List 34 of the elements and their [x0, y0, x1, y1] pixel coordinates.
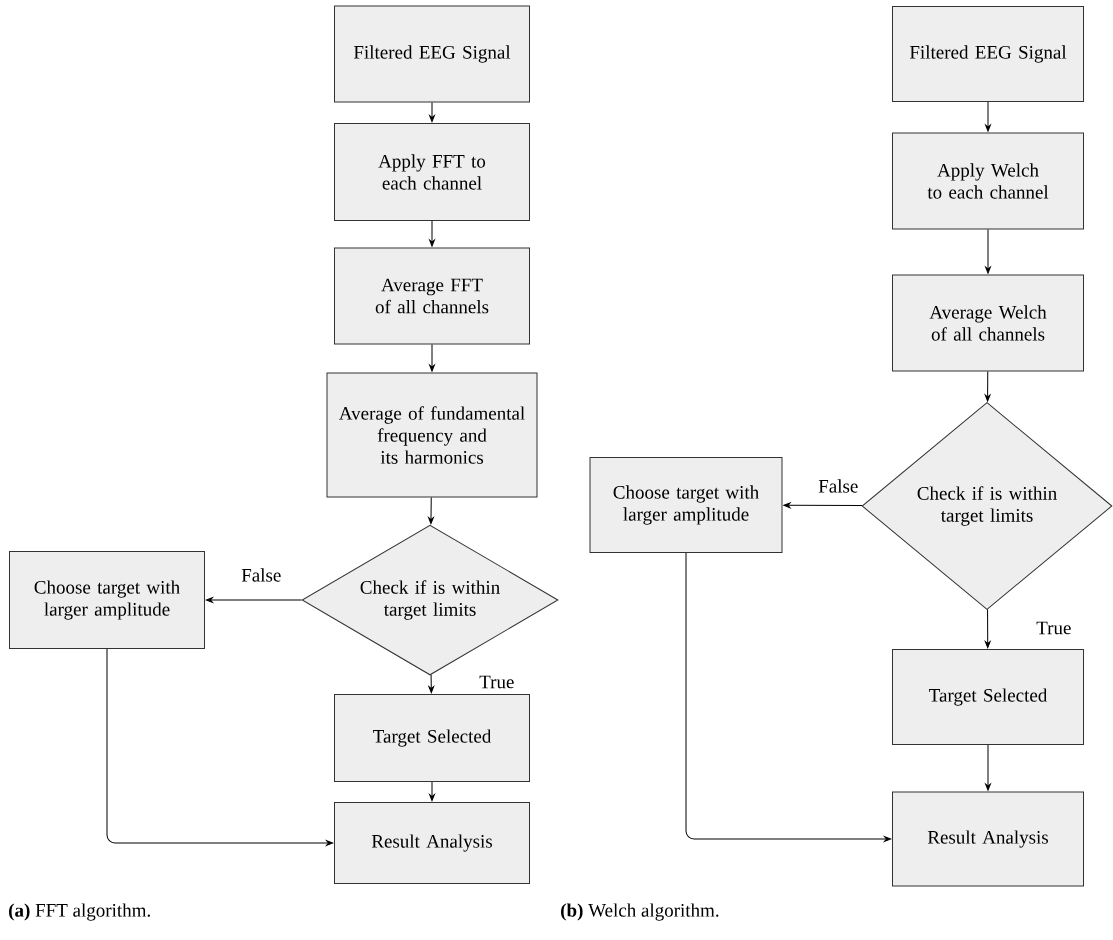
- process-box: Average FFT of all channels: [334, 247, 530, 345]
- arrow: [428, 674, 435, 694]
- process-box: Filtered EEG Signal: [334, 5, 530, 103]
- caption: (a) FFT algorithm.: [9, 903, 150, 921]
- arrow: [429, 781, 435, 802]
- process-box: Result Analysis: [334, 802, 530, 884]
- process-box: Target Selected: [334, 694, 530, 782]
- arrow: [685, 552, 892, 842]
- arrow: [984, 609, 991, 649]
- process-box: Result Analysis: [892, 791, 1084, 887]
- process-box: Filtered EEG Signal: [892, 6, 1084, 102]
- process-box: Target Selected: [892, 649, 1084, 745]
- arrow: [985, 744, 991, 791]
- arrow: [429, 220, 435, 247]
- process-box: Average Welch of all channels: [892, 274, 1084, 372]
- arrow: [205, 597, 302, 603]
- arrow: [429, 102, 435, 123]
- edge-label: True: [1035, 620, 1073, 636]
- edge-label: True: [478, 674, 516, 690]
- process-box: Average of fundamental frequency and its harmonics: [326, 372, 538, 498]
- edge-label: False: [817, 478, 860, 494]
- arrow: [985, 229, 991, 274]
- process-box: Choose target with larger amplitude: [589, 457, 783, 553]
- process-box: Apply Welch to each channel: [892, 132, 1084, 230]
- edge-label: False: [240, 567, 283, 583]
- arrow: [984, 371, 991, 402]
- arrow: [428, 497, 434, 525]
- arrow: [106, 648, 334, 846]
- arrow: [985, 101, 991, 132]
- process-box: Choose target with larger amplitude: [9, 551, 205, 649]
- arrow: [429, 344, 435, 372]
- arrow: [783, 502, 863, 509]
- process-box: Apply FFT to each channel: [334, 123, 530, 221]
- caption: (b) Welch algorithm.: [561, 903, 719, 921]
